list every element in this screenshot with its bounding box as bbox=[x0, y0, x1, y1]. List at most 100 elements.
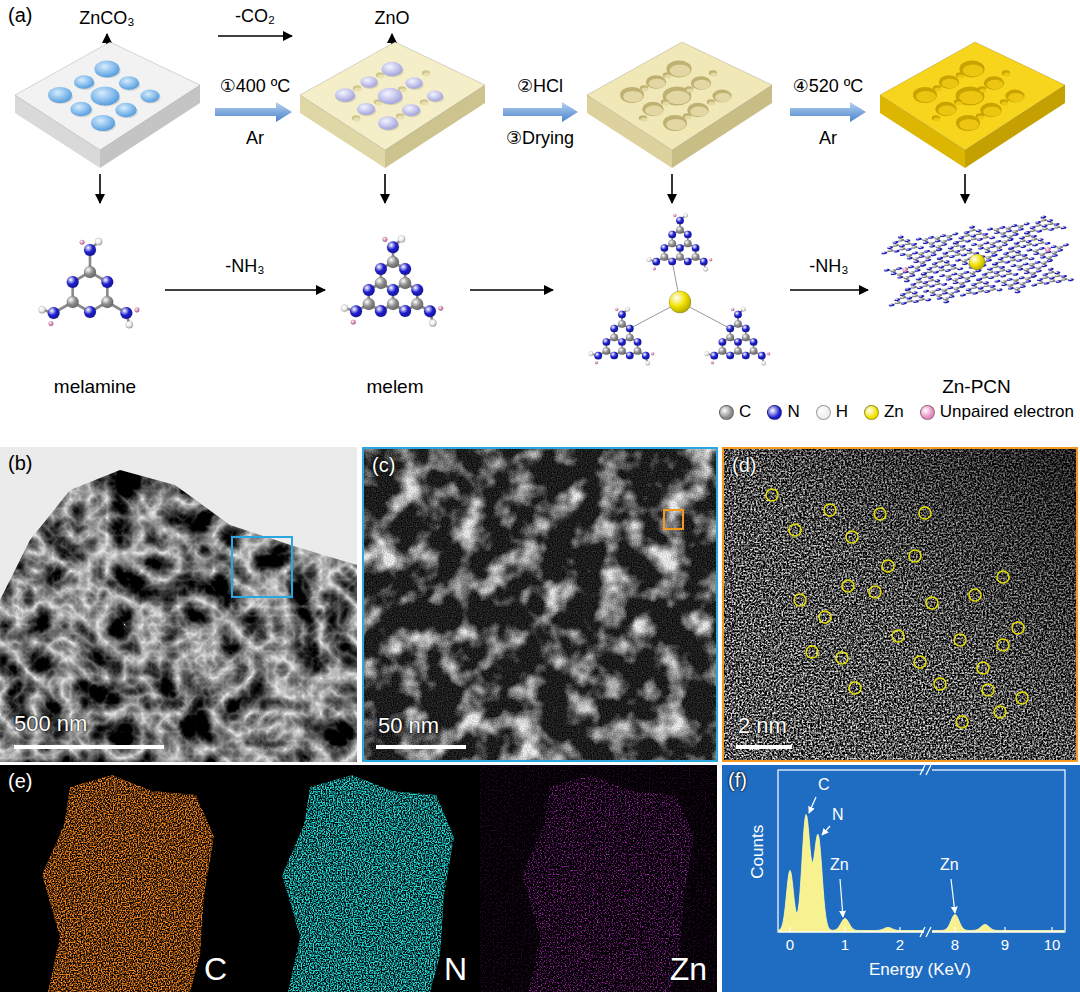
pore-floor bbox=[649, 79, 666, 89]
single-atom-markers bbox=[806, 646, 818, 658]
thin-arrows bbox=[100, 34, 965, 290]
node-text: Zn-PCN bbox=[942, 376, 1011, 398]
pore-floor bbox=[958, 75, 965, 79]
pore-floor bbox=[956, 102, 963, 106]
atom bbox=[900, 253, 906, 256]
zoom-frame bbox=[232, 537, 292, 597]
pore-floor bbox=[623, 91, 643, 102]
atom bbox=[954, 290, 960, 293]
atom bbox=[920, 264, 926, 267]
atom bbox=[959, 239, 965, 242]
atom bbox=[1013, 281, 1019, 284]
node-text: N bbox=[444, 951, 467, 988]
atom bbox=[960, 284, 966, 287]
atom bbox=[959, 285, 965, 288]
atom bbox=[1014, 287, 1020, 290]
pore bbox=[646, 75, 666, 89]
atom bbox=[1040, 215, 1046, 218]
eds-spectrum bbox=[722, 765, 1080, 992]
atom bbox=[1031, 237, 1037, 240]
atom bbox=[942, 291, 948, 294]
axis-break bbox=[926, 765, 931, 775]
thin-arrows bbox=[671, 174, 673, 203]
atom bbox=[101, 276, 113, 288]
annotation-label: 0 bbox=[786, 936, 794, 953]
atom bbox=[399, 263, 411, 275]
atom bbox=[595, 361, 598, 364]
atom bbox=[1017, 265, 1023, 268]
atom bbox=[937, 260, 943, 263]
atom bbox=[1057, 249, 1063, 252]
atom bbox=[990, 285, 996, 288]
atom bbox=[911, 246, 917, 249]
pore-floor bbox=[670, 65, 691, 77]
annotation-label: 10 bbox=[1044, 936, 1061, 953]
atom bbox=[634, 347, 642, 355]
atom bbox=[950, 264, 956, 267]
thin-arrows bbox=[99, 174, 101, 203]
atom bbox=[1018, 228, 1024, 231]
pore bbox=[1000, 99, 1008, 105]
image-ground bbox=[362, 447, 718, 762]
atom bbox=[1026, 248, 1032, 251]
atom bbox=[905, 288, 911, 291]
haadf-image bbox=[722, 447, 1078, 762]
atom bbox=[84, 306, 96, 318]
atom bbox=[1036, 229, 1042, 232]
atom bbox=[920, 263, 926, 266]
legend-text: H bbox=[836, 402, 848, 422]
peak-pointers bbox=[951, 879, 955, 913]
pore-floor bbox=[709, 102, 716, 106]
pore bbox=[956, 72, 964, 78]
atom bbox=[966, 291, 972, 294]
atom bbox=[913, 300, 919, 303]
axis-break bbox=[924, 928, 932, 936]
atom bbox=[1030, 272, 1036, 275]
annotation-label: 9 bbox=[1001, 936, 1009, 953]
single-atom-markers bbox=[766, 489, 778, 501]
atom bbox=[742, 334, 750, 342]
legend-text: Zn bbox=[884, 402, 904, 422]
pore bbox=[663, 72, 671, 78]
atom bbox=[668, 240, 676, 248]
atom bbox=[908, 265, 914, 268]
atom bbox=[711, 361, 714, 364]
atom bbox=[971, 243, 977, 246]
pore-floor bbox=[1002, 102, 1009, 106]
thin-arrows bbox=[964, 174, 966, 203]
pore-floor bbox=[424, 73, 431, 77]
atom bbox=[661, 253, 669, 261]
thin-arrows bbox=[470, 289, 553, 291]
thin-arrows bbox=[218, 35, 292, 37]
element-map bbox=[480, 765, 717, 992]
axis-break bbox=[920, 927, 925, 937]
atom bbox=[1029, 263, 1035, 266]
atom bbox=[994, 274, 1000, 277]
legend-text: Unpaired electron bbox=[940, 402, 1074, 422]
atom bbox=[937, 256, 943, 259]
atom bbox=[995, 240, 1001, 243]
pore-floor bbox=[916, 91, 936, 102]
axis-break bbox=[920, 765, 931, 937]
atom bbox=[1006, 269, 1012, 272]
atom bbox=[977, 238, 983, 241]
atom bbox=[996, 288, 1002, 291]
atom bbox=[1001, 240, 1007, 243]
single-atom-markers bbox=[982, 684, 994, 696]
pore-floor bbox=[963, 65, 984, 77]
atom bbox=[375, 305, 387, 317]
axis-break bbox=[920, 765, 932, 937]
atom bbox=[941, 243, 947, 246]
atom bbox=[610, 352, 618, 360]
atom bbox=[676, 217, 684, 225]
atom bbox=[1012, 273, 1018, 276]
atom bbox=[610, 334, 618, 342]
annotation-label: ④520 ºC bbox=[793, 76, 864, 97]
atom bbox=[887, 249, 893, 252]
single-atom-markers bbox=[789, 524, 801, 536]
image-panel: (b)500 nm bbox=[0, 447, 357, 762]
atom bbox=[982, 273, 988, 276]
atom bbox=[1007, 278, 1013, 281]
atom bbox=[1041, 264, 1047, 267]
